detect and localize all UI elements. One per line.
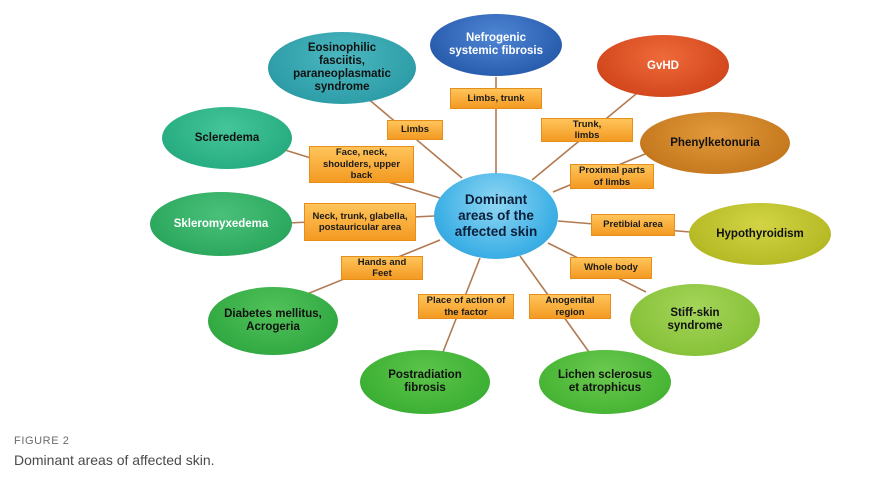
node-label: Stiff-skin syndrome <box>667 307 723 332</box>
node-label: Postradiation fibrosis <box>388 369 462 394</box>
area-pretibial: Pretibial area <box>591 214 675 236</box>
area-place-of-action: Place of action of the factor <box>418 294 514 319</box>
node-scleredema: Scleredema <box>162 107 292 169</box>
area-hands-feet: Hands and Feet <box>341 256 423 280</box>
area-anogenital: Anogenital region <box>529 294 611 319</box>
area-label: Limbs, trunk <box>467 92 525 104</box>
area-face-neck: Face, neck, shoulders, upper back <box>309 146 414 183</box>
node-postradiation: Postradiation fibrosis <box>360 350 490 414</box>
node-label: Lichen sclerosus et atrophicus <box>558 369 652 394</box>
node-label: Scleredema <box>194 131 260 144</box>
area-label: Neck, trunk, glabella, postauricular are… <box>312 210 408 234</box>
node-phenylketonuria: Phenylketonuria <box>640 112 790 174</box>
area-label: Proximal parts of limbs <box>579 165 645 188</box>
node-label: Diabetes mellitus, Acrogeria <box>224 308 322 333</box>
node-label: Eosinophilic fasciitis, paraneoplasmatic… <box>293 42 391 93</box>
area-proximal: Proximal parts of limbs <box>570 164 654 189</box>
node-diabetes: Diabetes mellitus, Acrogeria <box>208 287 338 355</box>
node-gvhd: GvHD <box>597 35 729 97</box>
area-neck-trunk: Neck, trunk, glabella, postauricular are… <box>304 203 416 241</box>
area-label: Face, neck, shoulders, upper back <box>322 147 401 182</box>
node-lichen: Lichen sclerosus et atrophicus <box>539 350 671 414</box>
node-label: Nefrogenic systemic fibrosis <box>449 32 543 57</box>
area-label: Hands and Feet <box>357 256 407 280</box>
node-stiff-skin: Stiff-skin syndrome <box>630 284 760 356</box>
area-trunk-limbs: Trunk, limbs <box>541 118 633 142</box>
area-label: Place of action of the factor <box>426 295 506 318</box>
figure-label: FIGURE 2 <box>14 435 70 447</box>
node-label: GvHD <box>647 59 679 72</box>
diagram: Nefrogenic systemic fibrosis GvHD Phenyl… <box>150 14 831 414</box>
node-label: Phenylketonuria <box>670 136 760 149</box>
node-nefrogenic: Nefrogenic systemic fibrosis <box>430 14 562 76</box>
area-label: Pretibial area <box>603 219 663 231</box>
node-eosinophilic: Eosinophilic fasciitis, paraneoplasmatic… <box>268 32 416 104</box>
area-limbs-trunk: Limbs, trunk <box>450 88 542 109</box>
node-skleromyxedema: Skleromyxedema <box>150 192 292 256</box>
area-label: Whole body <box>584 262 638 274</box>
center-node: Dominant areas of the affected skin <box>434 173 558 259</box>
figure-caption: Dominant areas of affected skin. <box>14 452 215 468</box>
area-label: Anogenital region <box>545 295 595 318</box>
node-label: Skleromyxedema <box>173 217 269 230</box>
area-label: Limbs <box>401 124 429 136</box>
area-whole-body: Whole body <box>570 257 652 279</box>
center-label: Dominant areas of the affected skin <box>454 192 538 239</box>
area-label: Trunk, limbs <box>572 118 602 142</box>
node-label: Hypothyroidism <box>716 227 804 240</box>
node-hypothyroidism: Hypothyroidism <box>689 203 831 265</box>
area-limbs: Limbs <box>387 120 443 140</box>
